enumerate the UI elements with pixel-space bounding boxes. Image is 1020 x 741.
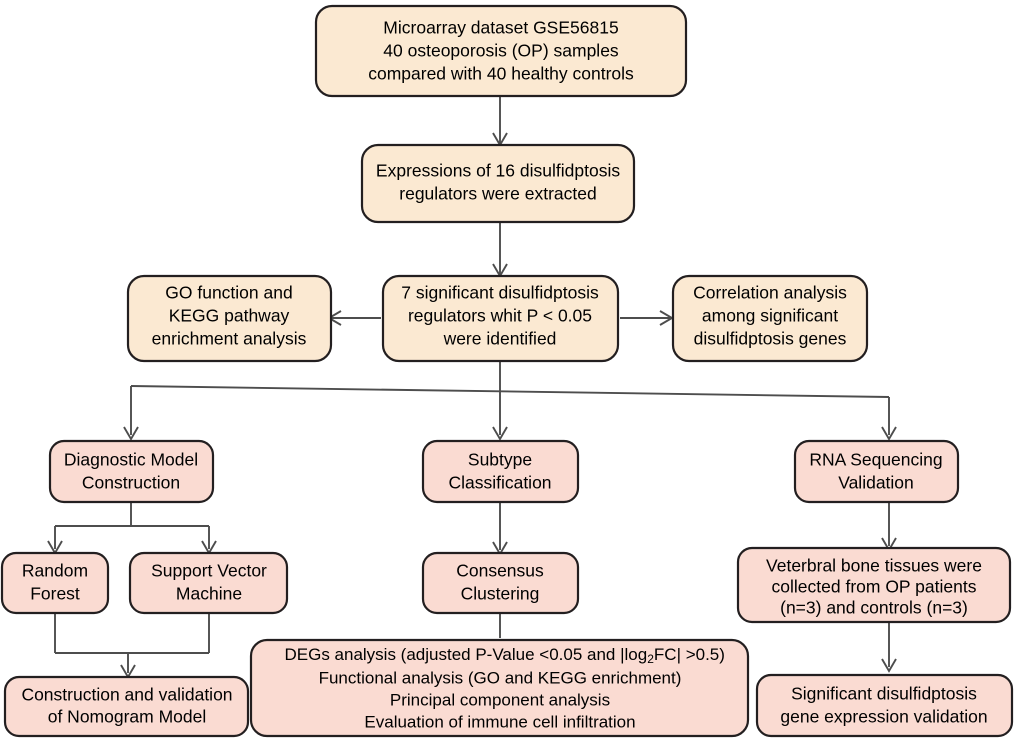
node-correlation-shape[interactable] bbox=[671, 274, 869, 363]
node-diagnostic-model-shape[interactable] bbox=[48, 439, 215, 504]
arrowhead-diagnostic-model bbox=[123, 426, 139, 441]
node-degs-analysis-shape[interactable] bbox=[249, 638, 750, 738]
node-go-kegg-shape[interactable] bbox=[126, 274, 333, 363]
node-nomogram-line-2: of Nomogram Model bbox=[48, 707, 207, 727]
node-vertebral-bone-line-3: (n=3) and controls (n=3) bbox=[780, 598, 968, 618]
node-diagnostic-model[interactable]: Diagnostic Model Construction bbox=[48, 439, 215, 504]
node-subtype-classification-line-1: Subtype bbox=[468, 450, 532, 470]
node-significant-validation[interactable]: Significant disulfidptosis gene expressi… bbox=[755, 673, 1014, 738]
node-expressions-shape[interactable] bbox=[360, 143, 636, 224]
node-go-kegg-line-3: enrichment analysis bbox=[152, 329, 307, 349]
node-dataset-shape[interactable] bbox=[314, 4, 688, 98]
node-subtype-classification-shape[interactable] bbox=[421, 439, 580, 504]
node-rna-sequencing[interactable]: RNA Sequencing Validation bbox=[793, 439, 960, 504]
node-degs-analysis-line-2: Functional analysis (GO and KEGG enrichm… bbox=[319, 668, 682, 687]
degs-line1-subscript: 2 bbox=[647, 652, 654, 666]
node-significant-validation-line-1: Significant disulfidptosis bbox=[791, 684, 977, 704]
node-correlation-line-3: disulfidptosis genes bbox=[694, 329, 847, 349]
node-nomogram-line-1: Construction and validation bbox=[21, 685, 232, 705]
node-dataset-line-1: Microarray dataset GSE56815 bbox=[383, 18, 618, 38]
node-random-forest[interactable]: Random Forest bbox=[0, 551, 110, 615]
node-random-forest-line-1: Random bbox=[22, 561, 88, 581]
node-significant-validation-line-2: gene expression validation bbox=[780, 707, 987, 727]
node-correlation-line-1: Correlation analysis bbox=[693, 283, 847, 303]
node-expressions-line-1: Expressions of 16 disulfidptosis bbox=[376, 161, 620, 181]
node-rna-sequencing-line-2: Validation bbox=[838, 473, 914, 493]
node-consensus-clustering-shape[interactable] bbox=[421, 551, 580, 615]
node-correlation-line-2: among significant bbox=[702, 306, 838, 326]
node-vertebral-bone-line-2: collected from OP patients bbox=[772, 577, 977, 597]
arrowhead-rna-sequencing bbox=[881, 426, 897, 441]
node-random-forest-line-2: Forest bbox=[30, 584, 80, 604]
node-diagnostic-model-line-2: Construction bbox=[82, 473, 180, 493]
node-nomogram-shape[interactable] bbox=[3, 675, 250, 738]
degs-line1-after: FC| >0.5) bbox=[654, 645, 725, 664]
node-vertebral-bone-line-1: Veterbral bone tissues were bbox=[766, 556, 982, 576]
connector-layer bbox=[47, 96, 897, 679]
node-significant-regulators-line-1: 7 significant disulfidptosis bbox=[401, 283, 599, 303]
degs-line1-before: DEGs analysis (adjusted P-Value <0.05 an… bbox=[284, 645, 647, 664]
node-significant-regulators-line-3: were identified bbox=[443, 329, 557, 349]
node-diagnostic-model-line-1: Diagnostic Model bbox=[64, 450, 198, 470]
node-nomogram[interactable]: Construction and validation of Nomogram … bbox=[3, 675, 250, 738]
node-random-forest-shape[interactable] bbox=[0, 551, 110, 615]
node-support-vector-machine[interactable]: Support Vector Machine bbox=[128, 551, 289, 615]
node-dataset[interactable]: Microarray dataset GSE56815 40 osteoporo… bbox=[314, 4, 688, 98]
node-degs-analysis-line-1: DEGs analysis (adjusted P-Value <0.05 an… bbox=[251, 645, 748, 666]
node-degs-analysis-line-3: Principal component analysis bbox=[390, 690, 610, 709]
node-consensus-clustering[interactable]: Consensus Clustering bbox=[421, 551, 580, 615]
node-correlation[interactable]: Correlation analysis among significant d… bbox=[671, 274, 869, 363]
node-significant-regulators-shape[interactable] bbox=[381, 274, 620, 363]
node-significant-regulators-line-2: regulators whit P < 0.05 bbox=[408, 306, 592, 326]
arrowhead-subtype bbox=[492, 426, 508, 441]
node-consensus-clustering-line-1: Consensus bbox=[456, 561, 544, 581]
node-go-kegg-line-1: GO function and bbox=[165, 283, 292, 303]
node-subtype-classification[interactable]: Subtype Classification bbox=[421, 439, 580, 504]
node-support-vector-machine-shape[interactable] bbox=[128, 551, 289, 615]
node-consensus-clustering-line-2: Clustering bbox=[461, 584, 540, 604]
node-degs-analysis-line-4: Evaluation of immune cell infiltration bbox=[364, 712, 635, 731]
node-expressions[interactable]: Expressions of 16 disulfidptosis regulat… bbox=[360, 143, 636, 224]
node-rna-sequencing-shape[interactable] bbox=[793, 439, 960, 504]
node-expressions-line-2: regulators were extracted bbox=[399, 184, 596, 204]
node-vertebral-bone-shape[interactable] bbox=[736, 546, 1012, 624]
node-vertebral-bone[interactable]: Veterbral bone tissues were collected fr… bbox=[736, 546, 1012, 624]
node-support-vector-machine-line-2: Machine bbox=[176, 584, 242, 604]
node-subtype-classification-line-2: Classification bbox=[448, 473, 551, 493]
node-degs-analysis[interactable]: DEGs analysis (adjusted P-Value <0.05 an… bbox=[249, 638, 750, 738]
node-go-kegg[interactable]: GO function and KEGG pathway enrichment … bbox=[126, 274, 333, 363]
node-dataset-line-2: 40 osteoporosis (OP) samples bbox=[383, 41, 619, 61]
node-dataset-line-3: compared with 40 healthy controls bbox=[368, 64, 634, 84]
node-rna-sequencing-line-1: RNA Sequencing bbox=[809, 450, 942, 470]
node-significant-regulators[interactable]: 7 significant disulfidptosis regulators … bbox=[381, 274, 620, 363]
node-significant-validation-shape[interactable] bbox=[755, 673, 1014, 738]
node-support-vector-machine-line-1: Support Vector bbox=[151, 561, 267, 581]
arrowhead-validation bbox=[881, 658, 897, 673]
connector-distribution-bus bbox=[130, 385, 890, 398]
node-go-kegg-line-2: KEGG pathway bbox=[169, 306, 290, 326]
